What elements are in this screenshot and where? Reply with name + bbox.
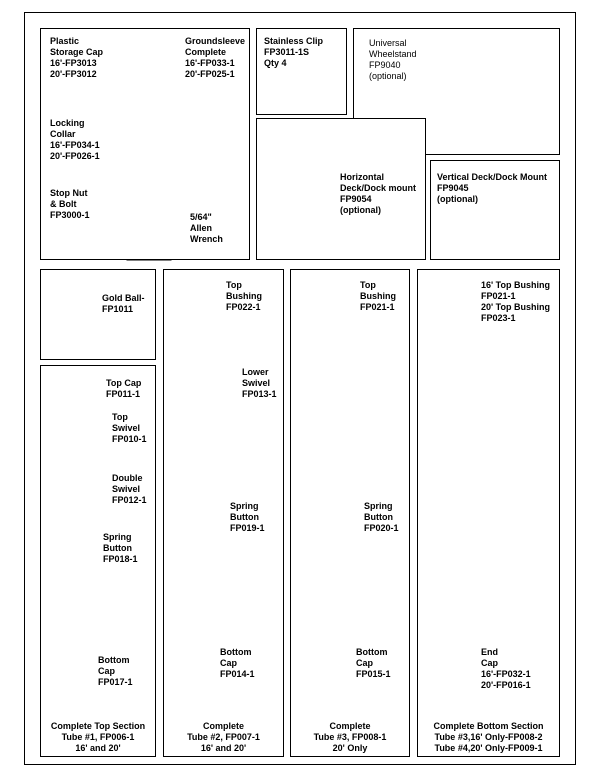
panel-top-section bbox=[40, 365, 156, 757]
panel-vertical-mount bbox=[430, 160, 560, 260]
gold-ball-label: Gold Ball-FP1011 bbox=[102, 293, 145, 314]
outer-frame bbox=[24, 12, 576, 765]
panel-horizontal-mount bbox=[256, 118, 426, 260]
panel-stainless-clip bbox=[256, 28, 347, 115]
panel-groundsleeve bbox=[40, 28, 250, 260]
panel-bottom-section bbox=[417, 269, 560, 757]
panel-gold-ball bbox=[40, 269, 156, 360]
panel-tube-3 bbox=[290, 269, 410, 757]
panel-tube-2 bbox=[163, 269, 284, 757]
